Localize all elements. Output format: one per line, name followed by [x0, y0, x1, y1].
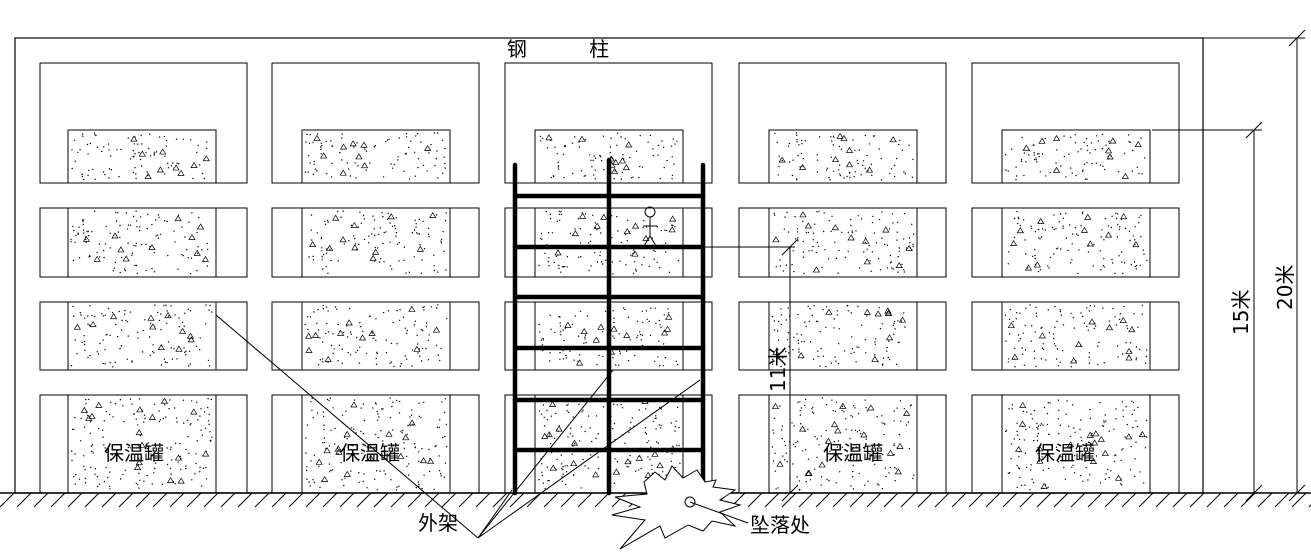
frame-cell — [738, 62, 947, 184]
frame-cell — [971, 207, 1180, 278]
steel-column-label: 钢 柱 — [507, 37, 637, 61]
insulation-tank — [1001, 301, 1151, 371]
tank-label-4: 保温罐 — [1035, 441, 1095, 465]
frame-cell — [271, 301, 480, 371]
insulation-tank — [301, 207, 451, 278]
insulation-tank — [67, 301, 217, 371]
tank-label-2: 保温罐 — [340, 441, 400, 465]
insulation-tank — [1001, 129, 1151, 184]
insulation-tank — [301, 301, 451, 371]
insulation-tank — [768, 129, 918, 184]
dimension-lines — [650, 29, 1306, 502]
scaffold — [512, 157, 706, 496]
insulation-tank — [768, 207, 918, 278]
insulation-tank — [67, 207, 217, 278]
frame-cell — [271, 207, 480, 278]
tank-speckle-texture — [70, 132, 1148, 491]
height-15m-label: 15米 — [1229, 290, 1253, 335]
insulation-tank — [301, 129, 451, 184]
height-20m-label: 20米 — [1273, 265, 1297, 310]
insulation-tank — [1001, 207, 1151, 278]
frame-cell — [971, 62, 1180, 184]
leader-lines — [215, 314, 749, 539]
fall-point-burst — [611, 465, 742, 550]
fall-point-label: 坠落处 — [750, 513, 810, 537]
frame-cell — [271, 62, 480, 184]
tank-label-1: 保温罐 — [104, 441, 164, 465]
insulation-tank — [67, 129, 217, 184]
tank-label-3: 保温罐 — [823, 441, 883, 465]
insulation-tank — [768, 301, 918, 371]
worker-figure — [643, 206, 657, 247]
frame-cell — [738, 207, 947, 278]
frame-cell — [971, 301, 1180, 371]
height-11m-label: 11米 — [766, 347, 790, 392]
scaffold-label: 外架 — [418, 511, 458, 535]
